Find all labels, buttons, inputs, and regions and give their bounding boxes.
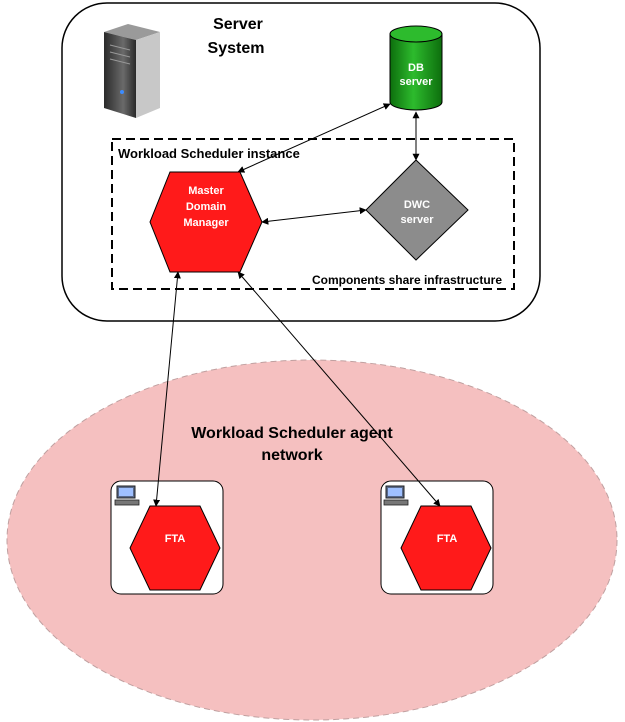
fta-right-label: FTA <box>437 533 458 545</box>
db-server-label-line2: server <box>399 76 433 88</box>
server-tower-icon <box>104 24 160 118</box>
mdm-label-line2: Domain <box>186 201 227 213</box>
server-system-title-line1: Server <box>213 16 263 33</box>
connector-mdm-fta-left <box>153 271 181 507</box>
server-system-title-line2: System <box>208 40 265 57</box>
workstation-icon <box>114 485 140 506</box>
mdm-label-line1: Master <box>188 185 224 197</box>
fta-left-label: FTA <box>165 533 186 545</box>
db-server-label-line1: DB <box>408 62 424 74</box>
mdm-label-line3: Manager <box>183 217 229 229</box>
agent-network-ellipse <box>6 359 618 721</box>
agent-network-label-line1: Workload Scheduler agent <box>191 425 393 442</box>
connector-mdm-db <box>237 103 391 173</box>
db-server-cylinder <box>389 25 443 111</box>
instance-title: Workload Scheduler instance <box>118 146 300 161</box>
connector-mdm-dwc <box>261 207 367 225</box>
instance-note: Components share infrastructure <box>312 273 502 287</box>
connector-mdm-fta-right <box>237 271 441 507</box>
dwc-server-diamond[interactable] <box>365 159 469 261</box>
workstation-icon <box>383 485 409 506</box>
dwc-label-line1: DWC <box>404 199 430 211</box>
fta-right-hexagon[interactable] <box>400 505 492 591</box>
agent-network-label-line2: network <box>261 447 322 464</box>
fta-left-hexagon[interactable] <box>129 505 221 591</box>
dwc-label-line2: server <box>400 214 434 226</box>
